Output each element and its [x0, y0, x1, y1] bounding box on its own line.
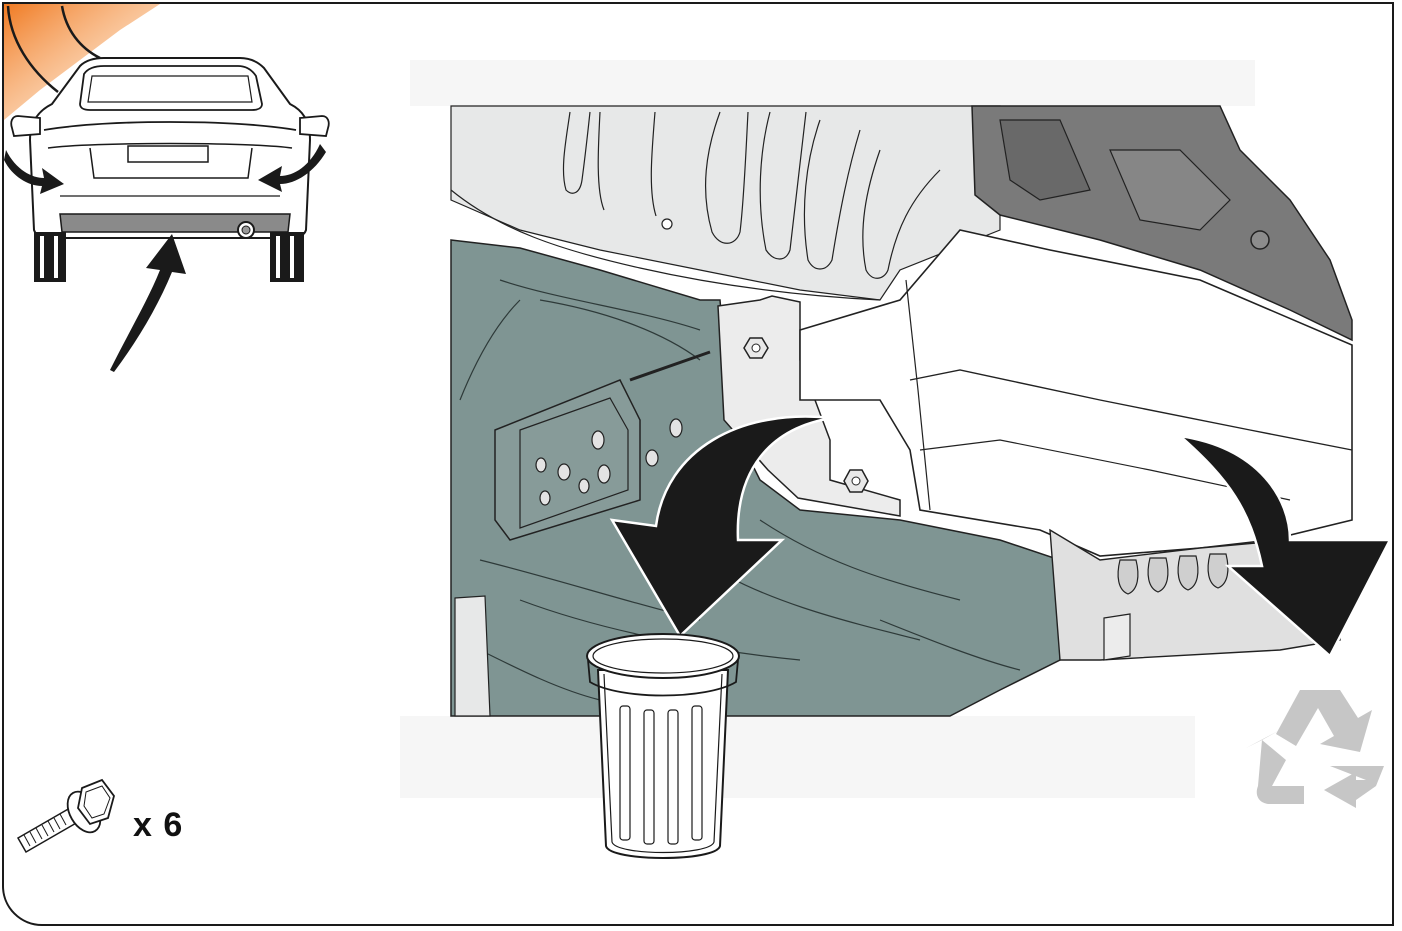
- car-rear-view-icon: [4, 4, 330, 372]
- bracket-bolt-lower: [843, 469, 869, 493]
- bracket-bolt-upper: [743, 337, 769, 359]
- bolt-icon: [16, 778, 115, 854]
- trash-bin-icon: [586, 633, 740, 859]
- dispose-arrow: [609, 415, 833, 638]
- recycle-arrow: [1175, 434, 1393, 658]
- recycle-icon: [1246, 690, 1384, 808]
- fastener-quantity-label: x 6: [133, 806, 184, 844]
- underbody-scene: [400, 60, 1393, 798]
